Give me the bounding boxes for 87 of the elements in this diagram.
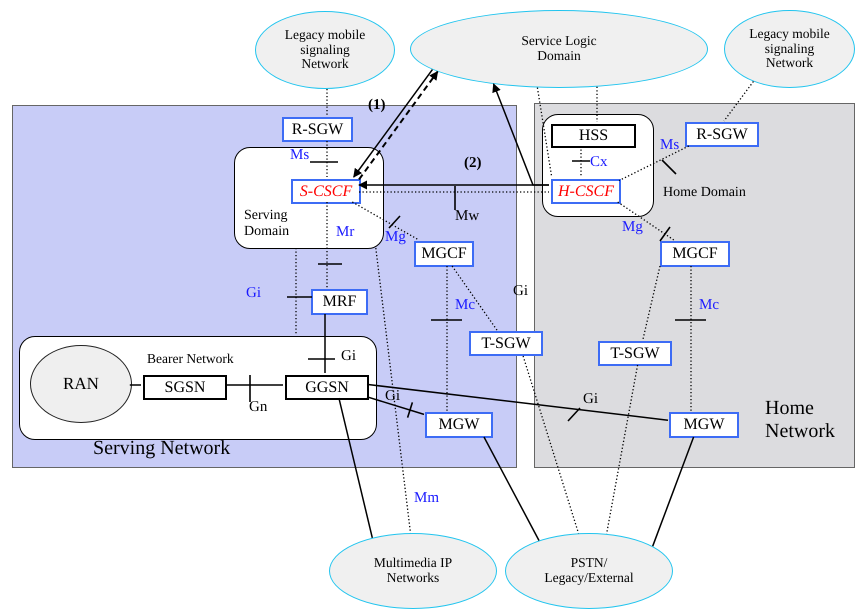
node-label: PSTN/ Legacy/External — [543, 556, 635, 586]
node-label: MGCF — [420, 245, 468, 263]
node-label: Legacy mobile signaling Network — [748, 26, 831, 72]
node-label: T-SGW — [609, 344, 661, 362]
arrow — [358, 70, 438, 180]
connector-line — [366, 384, 668, 421]
network-element-box — [291, 179, 361, 204]
node-heading: Bearer Network — [147, 351, 235, 367]
connector-line — [536, 88, 552, 178]
node-label: Service Logic Domain — [520, 34, 598, 64]
network-element-box — [598, 341, 672, 366]
connector-line — [375, 248, 412, 534]
connector-line — [326, 141, 328, 177]
network-element-box — [143, 375, 227, 400]
node-label: Multimedia IP Networks — [372, 556, 454, 586]
node-label: MGCF — [671, 245, 719, 263]
edge-label: Gi — [583, 392, 598, 407]
node-label: MGW — [438, 416, 480, 434]
edge-label: Mw — [455, 209, 480, 224]
network-element-box — [282, 117, 353, 142]
node-label: SGSN — [164, 378, 206, 396]
arrow — [353, 69, 433, 178]
edge-label: Ms — [660, 138, 680, 153]
network-element-box — [425, 412, 493, 438]
network-element-box — [551, 179, 621, 204]
node-label: HSS — [578, 127, 610, 145]
connector-line — [225, 384, 283, 386]
domain-box — [19, 336, 377, 440]
node-label: R-SGW — [695, 126, 749, 144]
domain-box — [234, 147, 384, 249]
network-element-box — [311, 289, 368, 315]
connector-line — [324, 314, 326, 373]
edge-label: Mc — [699, 298, 719, 313]
connector-line — [359, 191, 549, 193]
connector-line — [446, 266, 448, 411]
connector-line — [642, 266, 661, 340]
connector-line — [606, 364, 638, 534]
node-label: Legacy mobile signaling Network — [284, 28, 366, 72]
edge-label: Mg — [385, 230, 406, 245]
node-label: MGW — [682, 416, 726, 434]
edge-label: Gi — [341, 349, 356, 364]
network-element-box — [414, 241, 474, 267]
connector-line — [617, 201, 674, 241]
network-element-box — [669, 412, 739, 438]
connector-line — [130, 384, 141, 386]
connector-line — [618, 145, 690, 182]
edge-label: Gi — [246, 286, 261, 301]
edge-label: Mr — [336, 225, 354, 240]
edge-label: Mm — [414, 491, 440, 506]
network-element-box — [551, 124, 636, 148]
connector-line — [338, 398, 374, 538]
network-element-box — [685, 122, 759, 147]
connector-line — [326, 89, 328, 116]
edge-label: Gi — [385, 389, 400, 404]
connector-line — [483, 436, 540, 541]
edge-label: Mg — [622, 220, 643, 235]
connector-line — [652, 436, 694, 546]
connector-line — [326, 202, 328, 288]
connector-line — [366, 396, 424, 416]
node-heading: Home Network — [765, 397, 836, 443]
network-region — [534, 103, 855, 468]
network-element-box — [285, 375, 369, 400]
connector-line — [295, 248, 297, 335]
node-label: T-SGW — [480, 334, 532, 352]
edge-label: Gn — [249, 400, 268, 415]
connector-line — [596, 86, 598, 122]
connector-line — [352, 201, 420, 241]
edge-label: Cx — [590, 155, 608, 170]
node-label: R-SGW — [290, 120, 344, 138]
connector-line — [690, 266, 692, 411]
edge-label: Mc — [455, 298, 475, 313]
connector-line — [522, 356, 580, 534]
network-element-box — [469, 331, 543, 356]
node-label: RAN — [62, 374, 100, 394]
node-label: MRF — [322, 293, 358, 311]
connector-line — [452, 266, 498, 332]
node-heading: Serving Network — [93, 437, 232, 460]
edge-label: (2) — [464, 156, 482, 171]
node-heading: Serving Domain — [244, 208, 290, 240]
node-label: S-CSCF — [298, 182, 354, 200]
connector-line — [723, 81, 754, 122]
edge-label: Ms — [290, 148, 310, 163]
node-heading: Home Domain — [663, 185, 747, 202]
node-label: GGSN — [304, 378, 350, 396]
node-label: H-CSCF — [556, 182, 616, 200]
network-element-box — [660, 241, 730, 267]
arrow — [492, 83, 549, 186]
